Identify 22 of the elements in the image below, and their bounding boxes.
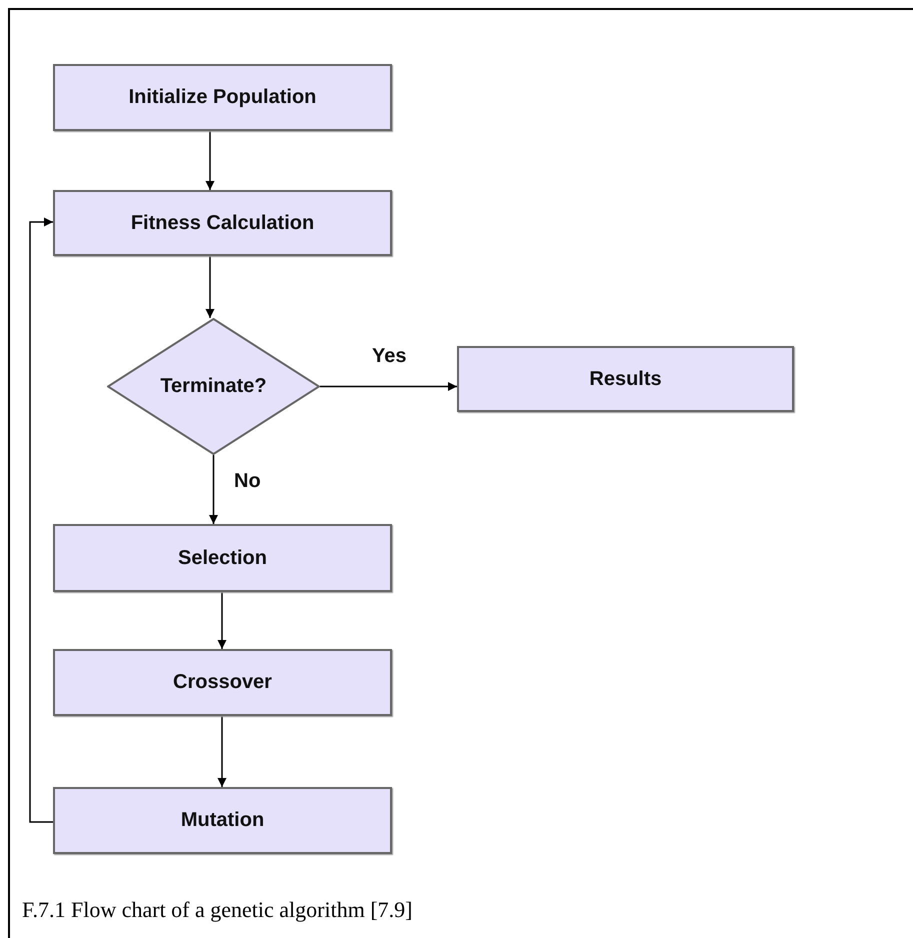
- arrow: [218, 716, 226, 787]
- process-box: [53, 649, 392, 716]
- figure-caption: F.7.1 Flow chart of a genetic algorithm [7.9]: [22, 897, 412, 923]
- node-label: Fitness Calculation: [130, 212, 314, 234]
- node-label: Results: [589, 368, 662, 390]
- decision-diamond: [107, 318, 320, 455]
- node-label: Terminate?: [160, 375, 267, 398]
- node-label: Initialize Population: [128, 86, 316, 109]
- node-label: Selection: [178, 546, 267, 570]
- arrow: [206, 256, 214, 318]
- process-box: [53, 64, 392, 131]
- arrow: [206, 131, 214, 190]
- process-box: [53, 787, 392, 854]
- node-label: Mutation: [180, 809, 264, 832]
- arrow: [218, 592, 226, 649]
- node-label: Crossover: [173, 671, 272, 694]
- process-box: [457, 346, 794, 412]
- arrow: [320, 382, 457, 391]
- arrow: [209, 455, 218, 524]
- process-box: [53, 190, 392, 256]
- arrow: [29, 218, 53, 823]
- process-box: [53, 524, 392, 592]
